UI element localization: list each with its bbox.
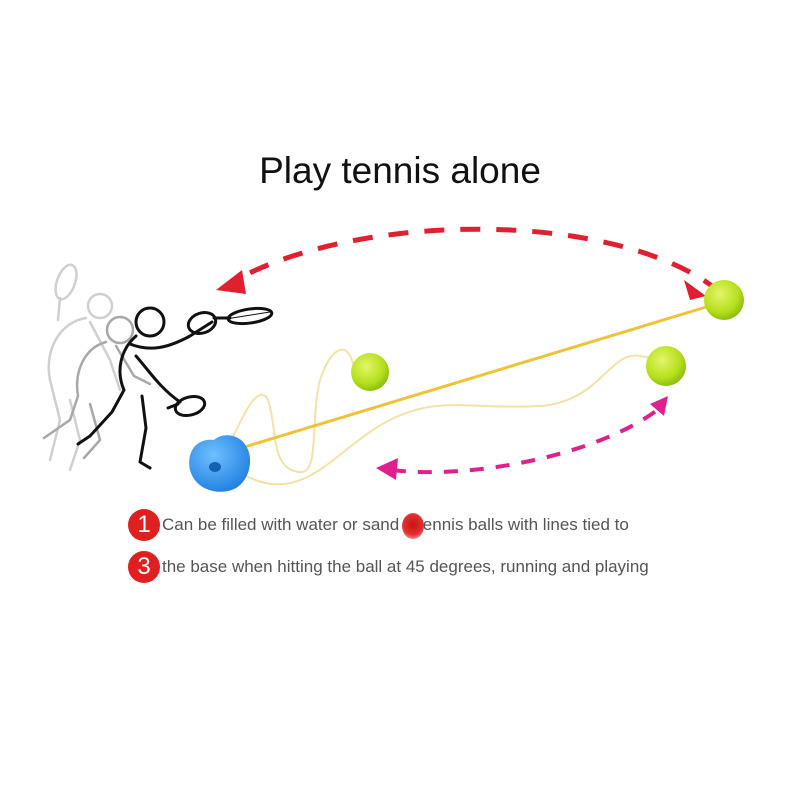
caption-line-3: 3 the base when hitting the ball at 45 d…	[128, 550, 649, 584]
trainer-base-icon	[189, 435, 251, 492]
caption-text-1: Can be filled with water or sand 2 tenni…	[162, 515, 629, 534]
main-cord	[227, 302, 717, 454]
tennis-ball-icon	[351, 353, 389, 391]
bottom-dashed-arrow	[376, 396, 668, 480]
tennis-ball-icon	[704, 280, 744, 320]
caption-line-1: 1 Can be filled with water or sand 2 ten…	[128, 508, 629, 542]
page-title: Play tennis alone	[259, 150, 541, 191]
tennis-ball-icon	[646, 346, 686, 386]
top-dashed-arrow	[216, 226, 722, 300]
number-badge-1: 1	[128, 509, 160, 541]
red-dot	[402, 513, 424, 539]
thin-cords	[221, 348, 667, 486]
number-badge-3: 3	[128, 551, 160, 583]
tennis-player-illustration	[42, 263, 274, 472]
caption-text-3: the base when hitting the ball at 45 deg…	[162, 557, 649, 576]
